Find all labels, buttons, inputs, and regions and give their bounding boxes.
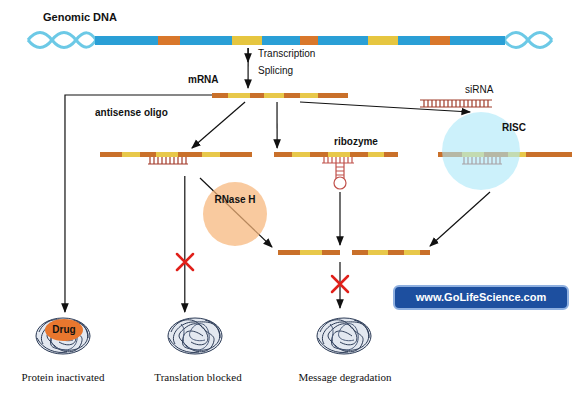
dna-band: Genomic DNA bbox=[35, 34, 555, 48]
strand-body bbox=[212, 93, 348, 98]
outcome-caption: Protein inactivated bbox=[0, 371, 138, 384]
flow-arrow bbox=[192, 102, 245, 148]
drug-label: Drug bbox=[45, 319, 83, 341]
exon-segment bbox=[95, 36, 505, 45]
dna-helix-strand bbox=[28, 33, 96, 48]
fragment bbox=[352, 250, 430, 255]
red-x bbox=[177, 254, 193, 270]
dna-helix-strand bbox=[28, 33, 96, 48]
intron-segment bbox=[158, 36, 180, 45]
strand-segment bbox=[300, 93, 318, 98]
dna-helix bbox=[28, 33, 552, 48]
outcome-caption: Message degradation bbox=[265, 371, 425, 384]
arrow bbox=[200, 178, 272, 247]
dna-helix-strand bbox=[504, 33, 552, 48]
ribozyme-hairpin bbox=[322, 157, 354, 178]
protein-blob bbox=[168, 318, 222, 354]
red-x bbox=[332, 276, 348, 292]
intron-segment bbox=[300, 36, 318, 45]
arrow bbox=[339, 192, 340, 245]
antisense-strand bbox=[100, 152, 252, 164]
risc-circle: RISC bbox=[442, 112, 520, 190]
intron-segment bbox=[232, 36, 262, 45]
process-label: Splicing bbox=[258, 65, 293, 77]
oligo-comb bbox=[148, 157, 188, 164]
node-heading: mRNA bbox=[188, 74, 219, 86]
flow-arrow bbox=[276, 102, 277, 148]
fragment bbox=[278, 250, 340, 255]
protein-node: Message degradation bbox=[285, 312, 405, 384]
flow-arrow bbox=[65, 95, 212, 312]
dna-helix-strand bbox=[504, 33, 552, 48]
cleaved-mrna bbox=[278, 250, 430, 255]
sirna-node: siRNA bbox=[415, 96, 495, 110]
block-mark bbox=[177, 254, 348, 292]
ribozyme-strand bbox=[274, 152, 398, 189]
protein-blob bbox=[317, 318, 371, 354]
flow-arrow bbox=[247, 48, 248, 88]
strand-segment bbox=[202, 152, 220, 157]
dna-bar bbox=[95, 36, 505, 45]
strand-segment bbox=[122, 152, 140, 157]
strand-segment bbox=[404, 250, 420, 255]
website-box: www.GoLifeScience.com bbox=[393, 285, 569, 310]
drug-blob: Drug bbox=[45, 319, 83, 341]
strand-segment bbox=[368, 152, 384, 157]
strand-body bbox=[100, 152, 252, 157]
rnase-circle: RNase H bbox=[203, 182, 267, 246]
strand-segment bbox=[156, 152, 178, 157]
edge-group bbox=[65, 48, 470, 312]
node-heading: Genomic DNA bbox=[43, 11, 117, 23]
protein-node: Protein inactivatedDrug bbox=[8, 312, 118, 384]
intron-segment bbox=[430, 36, 450, 45]
node-heading: RISC bbox=[502, 122, 526, 134]
strand-body bbox=[274, 152, 398, 157]
protein-blob bbox=[36, 318, 90, 354]
strand-segment bbox=[264, 93, 284, 98]
flow-arrow bbox=[300, 102, 470, 112]
outcome-caption: Translation blocked bbox=[123, 371, 273, 384]
node-heading: antisense oligo bbox=[95, 107, 168, 119]
intron-segment bbox=[368, 36, 398, 45]
strand-segment bbox=[300, 250, 322, 255]
arrow bbox=[430, 192, 490, 246]
node-heading: ribozyme bbox=[334, 136, 378, 148]
ribozyme-loop bbox=[334, 177, 346, 189]
protein-node: Translation blocked bbox=[143, 312, 253, 384]
sirna-duplex bbox=[420, 100, 492, 107]
strand-segment bbox=[328, 152, 350, 157]
mrna-strand bbox=[212, 93, 348, 98]
node-label: RNase H bbox=[203, 194, 267, 206]
watermark-text: www.GoLifeScience.com bbox=[395, 287, 567, 308]
antisense-node: antisense oligo bbox=[98, 148, 253, 176]
node-heading: siRNA bbox=[465, 84, 493, 96]
mrna-node: mRNA bbox=[212, 88, 348, 102]
strand-segment bbox=[368, 250, 388, 255]
flow-arrow bbox=[184, 176, 185, 312]
base-pairs bbox=[424, 100, 488, 107]
ribozyme-node: ribozyme bbox=[272, 148, 400, 190]
strand-segment bbox=[292, 152, 310, 157]
strand-segment bbox=[228, 93, 250, 98]
process-label: Transcription bbox=[258, 48, 315, 60]
